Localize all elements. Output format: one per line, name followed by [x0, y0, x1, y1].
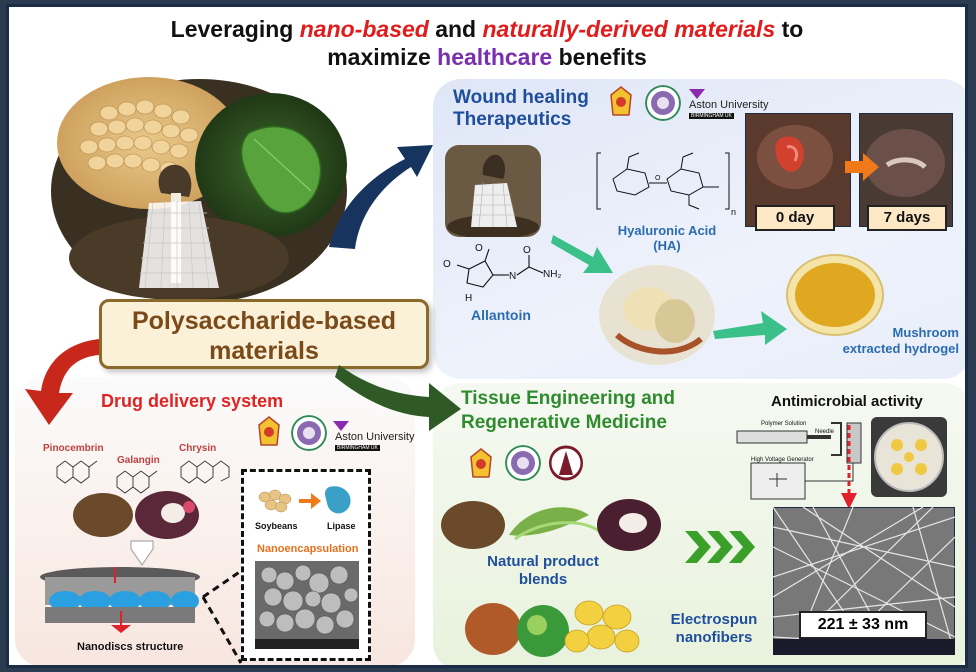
title-text: to	[775, 16, 804, 42]
green-arrow-1	[551, 235, 613, 273]
pinocembrin-label: Pinocembrin	[43, 443, 104, 454]
allantoin-h: H	[465, 293, 472, 304]
natural-products-photo	[441, 499, 661, 551]
hydrogel-label: Mushroom extracted hydrogel	[799, 325, 959, 357]
figure-canvas: Leveraging nano-based and naturally-deri…	[6, 4, 968, 668]
electrospun-label-line2: nanofibers	[675, 629, 753, 646]
blends-label-line1: Natural product	[487, 553, 599, 570]
needle-label: Needle	[815, 429, 835, 435]
soybeans-label: Soybeans	[255, 521, 298, 531]
mushroom-photo	[445, 145, 541, 237]
hv-generator-label: High Voltage Generator	[751, 457, 814, 463]
university-logo-3	[258, 416, 280, 446]
arrow-to-tissue	[335, 365, 461, 431]
title-text: benefits	[552, 44, 647, 70]
university-logo-6	[505, 445, 541, 481]
title-text: Leveraging	[170, 16, 300, 42]
allantoin-nh2: NH₂	[543, 269, 561, 280]
sem-image-nanoparticles	[255, 561, 359, 649]
university-logo-1	[610, 86, 632, 116]
day-progress-arrow	[845, 153, 879, 181]
arrow-to-drug	[25, 339, 99, 425]
title-natural: naturally-derived materials	[482, 16, 776, 42]
hydrogel-label-line1: Mushroom	[892, 325, 959, 340]
title-line-1: Leveraging nano-based and naturally-deri…	[9, 15, 965, 43]
dashed-connector	[201, 569, 243, 664]
mushroom-food-photo	[599, 265, 715, 365]
day7-label: 7 days	[867, 205, 947, 231]
nanodiscs-label: Nanodiscs structure	[77, 641, 184, 653]
ha-label-line1: Hyaluronic Acid	[617, 223, 717, 238]
aston-university-label: Aston University	[689, 99, 769, 111]
electrospun-label: Electrospun nanofibers	[659, 611, 769, 647]
blends-label-line2: blends	[518, 571, 568, 588]
hydrogel-label-line2: extracted hydrogel	[842, 341, 959, 356]
fiber-size-label: 221 ± 33 nm	[799, 611, 927, 639]
nanoencapsulation-label: Nanoencapsulation	[257, 543, 359, 555]
chevron-arrows	[685, 531, 755, 563]
day0-label: 0 day	[755, 205, 835, 231]
polysaccharide-label: Polysaccharide-based materials	[131, 307, 396, 365]
herbs-fruits-photo	[465, 600, 640, 657]
down-arrow	[130, 540, 154, 567]
title-healthcare: healthcare	[437, 44, 553, 70]
propolis-mangosteen-photo	[73, 491, 199, 539]
natural-materials-photo	[51, 77, 347, 303]
wound-heading-line1: Wound healing	[453, 87, 589, 108]
university-logo-5	[470, 448, 492, 478]
title-line-2: maximize healthcare benefits	[9, 43, 965, 71]
allantoin-o1: O	[475, 243, 483, 254]
figure-title: Leveraging nano-based and naturally-deri…	[9, 15, 965, 71]
ha-oxygen: O	[655, 175, 661, 182]
tissue-heading-line1: Tissue Engineering and	[461, 388, 675, 409]
aston-sub-label: BIRMINGHAM UK	[689, 113, 734, 119]
antimicrobial-plate-photo	[871, 417, 947, 497]
green-arrow-2	[713, 311, 787, 345]
drug-heading: Drug delivery system	[101, 391, 284, 411]
allantoin-o3: O	[523, 245, 531, 256]
ha-label-line2: (HA)	[653, 238, 681, 253]
allantoin-structure: O O N O NH₂ H	[443, 243, 561, 304]
wound-heading: Wound healing Therapeutics	[453, 87, 589, 131]
tissue-heading-line2: Regenerative Medicine	[461, 412, 667, 433]
wound-heading-line2: Therapeutics	[453, 109, 572, 130]
university-logo-2	[645, 85, 681, 121]
red-dashed-arrow	[841, 425, 857, 509]
aston-sub-label-2: BIRMINGHAM UK	[335, 445, 380, 451]
title-text: and	[428, 16, 483, 42]
title-nano: nano-based	[299, 16, 429, 42]
allantoin-n: N	[509, 271, 516, 282]
arrow-to-wound	[329, 145, 433, 249]
aston-university-label-2: Aston University	[335, 431, 415, 443]
university-logo-4	[291, 415, 327, 451]
title-text: maximize	[327, 44, 438, 70]
hydrogel-dish	[786, 254, 884, 336]
flavonoid-structures	[56, 460, 230, 494]
tissue-heading: Tissue Engineering and Regenerative Medi…	[461, 387, 675, 435]
electrospinning-setup: Polymer Solution Needle High Voltage Gen…	[736, 421, 862, 500]
electrospun-label-line1: Electrospun	[670, 611, 758, 628]
aston-logo-mark-2	[333, 421, 349, 431]
nanodisc-structure	[40, 567, 200, 633]
lipase-label: Lipase	[327, 521, 356, 531]
university-logo-7	[549, 445, 583, 481]
polymer-solution-label: Polymer Solution	[761, 421, 806, 427]
polysaccharide-box: Polysaccharide-based materials	[99, 299, 429, 369]
antimicrobial-label: Antimicrobial activity	[771, 393, 923, 410]
chrysin-label: Chrysin	[179, 443, 217, 454]
soybean-lipase-photos	[258, 486, 351, 514]
ha-label: Hyaluronic Acid (HA)	[597, 223, 737, 253]
galangin-label: Galangin	[117, 455, 160, 466]
ha-subscript-n: n	[731, 207, 736, 217]
aston-logo-mark	[689, 89, 705, 99]
allantoin-o2: O	[443, 259, 451, 270]
allantoin-label: Allantoin	[471, 307, 531, 323]
blends-label: Natural product blends	[473, 553, 613, 589]
hyaluronic-acid-structure: O n	[596, 152, 736, 217]
